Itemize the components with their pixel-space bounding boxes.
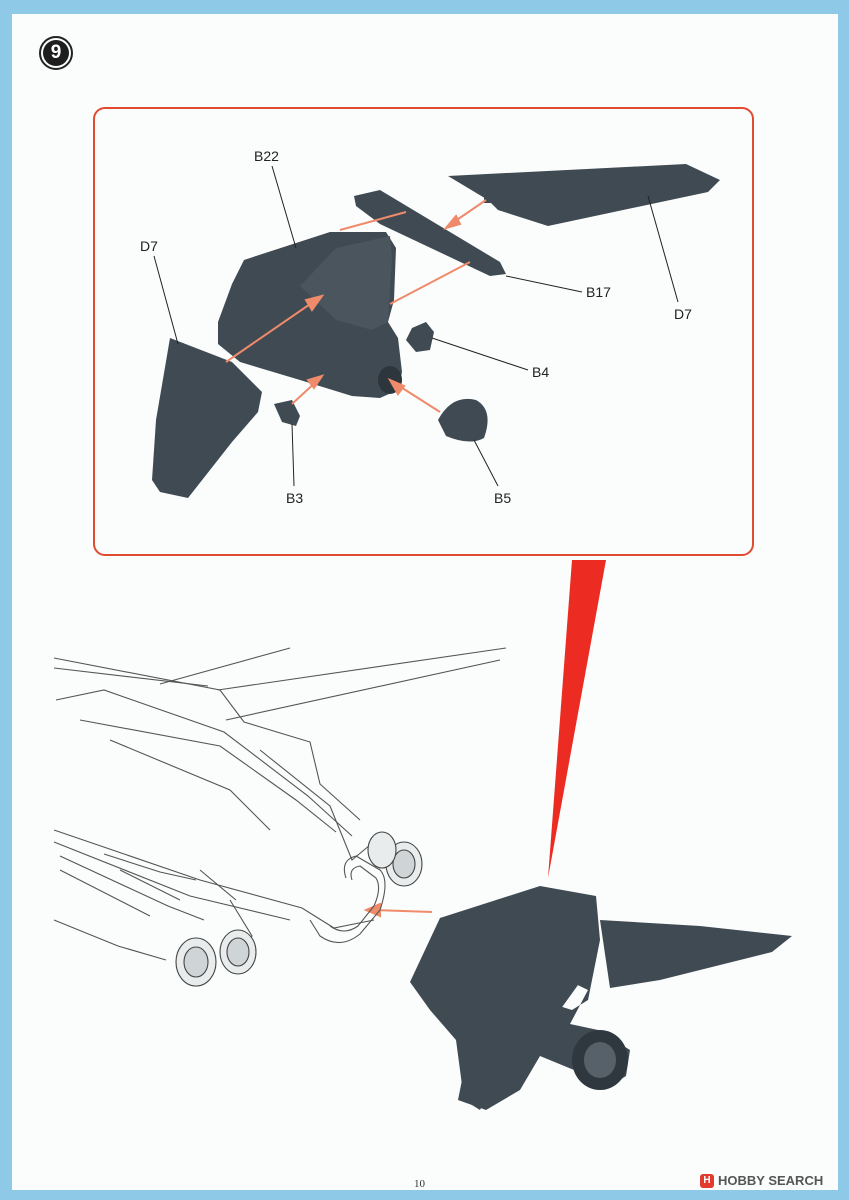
watermark: H HOBBY SEARCH xyxy=(700,1173,823,1188)
callout-pointer xyxy=(548,560,606,878)
page-number: 10 xyxy=(414,1178,425,1190)
label-d7-left: D7 xyxy=(140,238,158,254)
engine-nozzles xyxy=(175,831,423,987)
label-b22: B22 xyxy=(254,148,279,164)
label-b3: B3 xyxy=(286,490,304,506)
b3-part xyxy=(274,400,300,426)
assembly-arrows xyxy=(225,199,487,918)
b4-part xyxy=(406,322,434,352)
assembled-tail-body xyxy=(410,900,596,1110)
d7-right-wing-part xyxy=(448,164,720,226)
assembled-tail-wing xyxy=(600,920,792,988)
nozzle-upper-left xyxy=(367,831,397,869)
d7-left-wing-part xyxy=(152,338,262,498)
label-d7-right: D7 xyxy=(674,306,692,322)
aircraft-line-art xyxy=(53,647,507,961)
step-number: 9 xyxy=(43,40,69,66)
step-number-badge: 9 xyxy=(39,36,73,70)
b17-strake-part xyxy=(354,190,506,276)
watermark-logo-icon: H xyxy=(700,1173,714,1188)
d7-right-wing-tab xyxy=(484,193,498,203)
b22-vertical-fin xyxy=(300,236,392,330)
b5-part xyxy=(438,398,488,442)
label-b5: B5 xyxy=(494,490,512,506)
label-b17: B17 xyxy=(586,284,611,300)
detail-callout-box xyxy=(93,107,754,556)
label-b4: B4 xyxy=(532,364,550,380)
label-leader-lines xyxy=(153,165,679,487)
watermark-text: HOBBY SEARCH xyxy=(718,1173,824,1188)
